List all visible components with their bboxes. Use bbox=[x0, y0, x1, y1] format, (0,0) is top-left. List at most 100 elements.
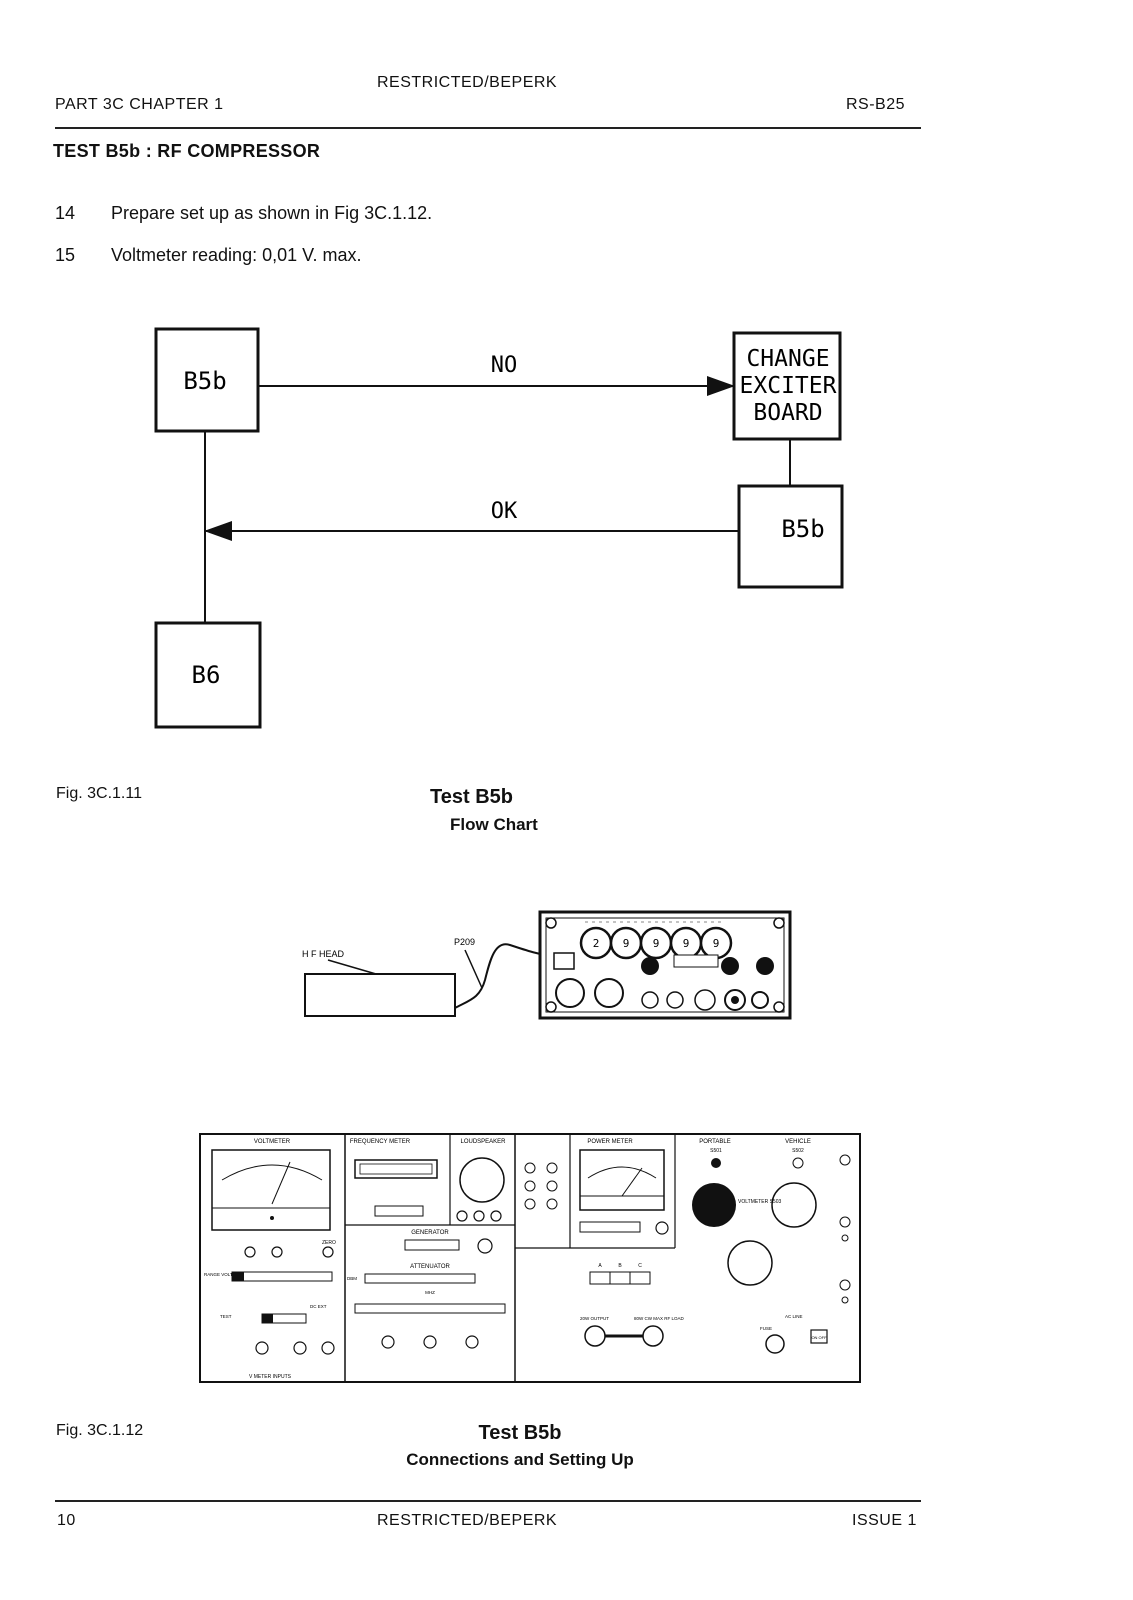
indicator-lamp bbox=[546, 1198, 558, 1210]
figure-title: Test B5b bbox=[430, 786, 513, 808]
mhz-label: MHZ bbox=[425, 1290, 435, 1295]
power-range-switch-bank[interactable] bbox=[579, 1221, 641, 1233]
voltmeter-control[interactable] bbox=[271, 1246, 283, 1258]
ok-label: OK bbox=[491, 499, 518, 524]
terminal[interactable] bbox=[841, 1296, 849, 1304]
f-meter-input[interactable] bbox=[381, 1335, 395, 1349]
rf-cable bbox=[454, 943, 561, 1009]
ac-line-label: AC LINE bbox=[785, 1314, 803, 1319]
frequency-switch-bank[interactable] bbox=[374, 1205, 424, 1217]
step-text: Voltmeter reading: 0,01 V. max. bbox=[111, 245, 362, 265]
30v-terminal[interactable] bbox=[839, 1216, 851, 1228]
voltmeter-control[interactable] bbox=[244, 1246, 256, 1258]
output-dc-terminal[interactable] bbox=[839, 1154, 851, 1166]
dial-digit: 9 bbox=[653, 937, 660, 950]
output-ac-terminal[interactable] bbox=[839, 1279, 851, 1291]
start-box bbox=[154, 327, 260, 433]
hf-head-pointer bbox=[327, 959, 377, 975]
s501-label: S501 bbox=[710, 1148, 722, 1154]
socket bbox=[694, 989, 716, 1011]
generator-knob[interactable] bbox=[477, 1238, 493, 1254]
vehicle-label: VEHICLE bbox=[785, 1139, 811, 1145]
range-switch-active bbox=[232, 1272, 244, 1281]
vehicle-switch[interactable] bbox=[792, 1157, 804, 1169]
power-switch[interactable] bbox=[810, 1329, 828, 1344]
v-meter-input[interactable] bbox=[255, 1341, 269, 1355]
voltmeter-selector-knob[interactable] bbox=[692, 1183, 736, 1227]
socket bbox=[666, 991, 684, 1009]
change-box-line: EXCITER bbox=[740, 373, 837, 399]
p209-pointer bbox=[464, 949, 483, 989]
portable-label: PORTABLE bbox=[699, 1139, 730, 1145]
dial-digit: 9 bbox=[713, 937, 720, 950]
frequency-meter-title: FREQUENCY METER bbox=[350, 1139, 411, 1145]
page-number: 10 bbox=[57, 1512, 76, 1529]
filter-knob[interactable] bbox=[473, 1210, 485, 1222]
dial-digit: 2 bbox=[593, 937, 600, 950]
attenuator-switch-bank[interactable] bbox=[364, 1273, 476, 1284]
test-set-panel: VOLTMETER ZERO RANGE VOLTS TEST DC EXT V… bbox=[199, 1133, 861, 1383]
zero-label: ZERO bbox=[322, 1240, 336, 1246]
s503-knob[interactable] bbox=[727, 1240, 773, 1286]
flowchart: B5b NO OK CHANGE EXCITER BOARD B5b B6 bbox=[154, 327, 844, 729]
figure-number: Fig. 3C.1.11 bbox=[56, 785, 142, 802]
frequency-digits bbox=[359, 1163, 433, 1175]
socket bbox=[751, 991, 769, 1009]
vehicle-knob[interactable] bbox=[771, 1182, 817, 1228]
step-number: 14 bbox=[55, 203, 76, 223]
range-volts-label: RANGE VOLTS bbox=[204, 1272, 236, 1277]
rf-socket bbox=[594, 978, 624, 1008]
issue-label: ISSUE 1 bbox=[852, 1512, 917, 1529]
portable-switch[interactable] bbox=[711, 1158, 721, 1168]
connector-block bbox=[553, 952, 575, 970]
loudspeaker-grille bbox=[459, 1157, 505, 1203]
dial-digit: 9 bbox=[683, 937, 690, 950]
indicator-lamp bbox=[524, 1180, 536, 1192]
hf-head-box bbox=[304, 973, 456, 1017]
mount-hole bbox=[545, 917, 557, 929]
part-chapter: PART 3C CHAPTER 1 bbox=[55, 96, 224, 113]
mount-hole bbox=[773, 917, 785, 929]
step-number: 15 bbox=[55, 245, 76, 265]
v-meter-input[interactable] bbox=[293, 1341, 307, 1355]
abc-switch-bank[interactable] bbox=[589, 1271, 651, 1285]
power-meter-title: POWER METER bbox=[587, 1139, 633, 1145]
rf-load-socket[interactable] bbox=[642, 1325, 664, 1347]
mount-hole bbox=[773, 1001, 785, 1013]
dc-ext-label: DC EXT bbox=[310, 1304, 327, 1309]
footer-classification: RESTRICTED/BEPERK bbox=[377, 1512, 558, 1529]
power-adjust-knob[interactable] bbox=[655, 1221, 669, 1235]
v-meter-input[interactable] bbox=[321, 1341, 335, 1355]
mhz-switch-bank[interactable] bbox=[354, 1303, 506, 1314]
output-20w-socket[interactable] bbox=[584, 1325, 606, 1347]
gen-output[interactable] bbox=[465, 1335, 479, 1349]
figure-title: Test B5b bbox=[478, 1422, 562, 1444]
output-20w-label: 20W OUTPUT bbox=[580, 1316, 609, 1321]
ok-box-label: B5b bbox=[781, 515, 824, 543]
step-text: Prepare set up as shown in Fig 3C.1.12. bbox=[111, 203, 433, 223]
board-inner bbox=[545, 917, 785, 1013]
zero-control[interactable] bbox=[322, 1246, 334, 1258]
socket bbox=[641, 991, 659, 1009]
control-knob bbox=[641, 957, 659, 975]
power-meter-dial bbox=[579, 1149, 665, 1211]
step-row: 15 Voltmeter reading: 0,01 V. max. bbox=[0, 245, 1133, 269]
filter-knob[interactable] bbox=[456, 1210, 468, 1222]
attenuator-title: ATTENUATOR bbox=[410, 1264, 450, 1270]
generator-switch-bank[interactable] bbox=[404, 1239, 460, 1251]
filter-knob[interactable] bbox=[490, 1210, 502, 1222]
fuse-holder[interactable] bbox=[765, 1334, 785, 1354]
terminal[interactable] bbox=[841, 1234, 849, 1242]
change-box-line: CHANGE bbox=[746, 346, 829, 372]
power-meter-scale bbox=[587, 1166, 657, 1179]
5mhz-output[interactable] bbox=[423, 1335, 437, 1349]
footer-rule bbox=[55, 1500, 921, 1502]
fuse-label: FUSE bbox=[760, 1326, 772, 1331]
figure-subtitle: Connections and Setting Up bbox=[406, 1450, 634, 1469]
figure-subtitle: Flow Chart bbox=[450, 815, 538, 834]
change-box-line: BOARD bbox=[753, 400, 822, 426]
range-switch-bank[interactable] bbox=[231, 1271, 333, 1282]
section-title: TEST B5b : RF COMPRESSOR bbox=[53, 141, 321, 161]
meter-pivot bbox=[270, 1216, 274, 1220]
control-knob bbox=[756, 957, 774, 975]
